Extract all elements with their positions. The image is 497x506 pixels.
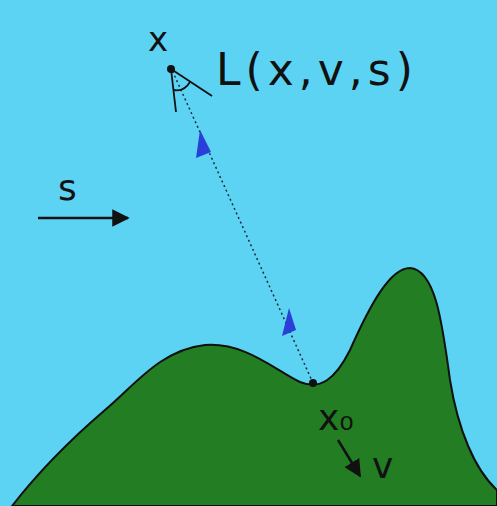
view-direction-arrow: [338, 440, 360, 476]
hill-surface: [12, 268, 497, 506]
light-direction-arrow: [38, 217, 128, 220]
point-label: x: [148, 22, 168, 56]
view-cone: [171, 69, 212, 112]
direction-label: s: [58, 170, 77, 206]
point-label: x₀: [318, 400, 354, 436]
function-label: L(x,v,s): [216, 48, 418, 92]
light-ray: [172, 70, 313, 383]
ray-arrowheads: [196, 130, 296, 336]
surface-point: [309, 379, 317, 387]
direction-label: v: [372, 448, 393, 484]
